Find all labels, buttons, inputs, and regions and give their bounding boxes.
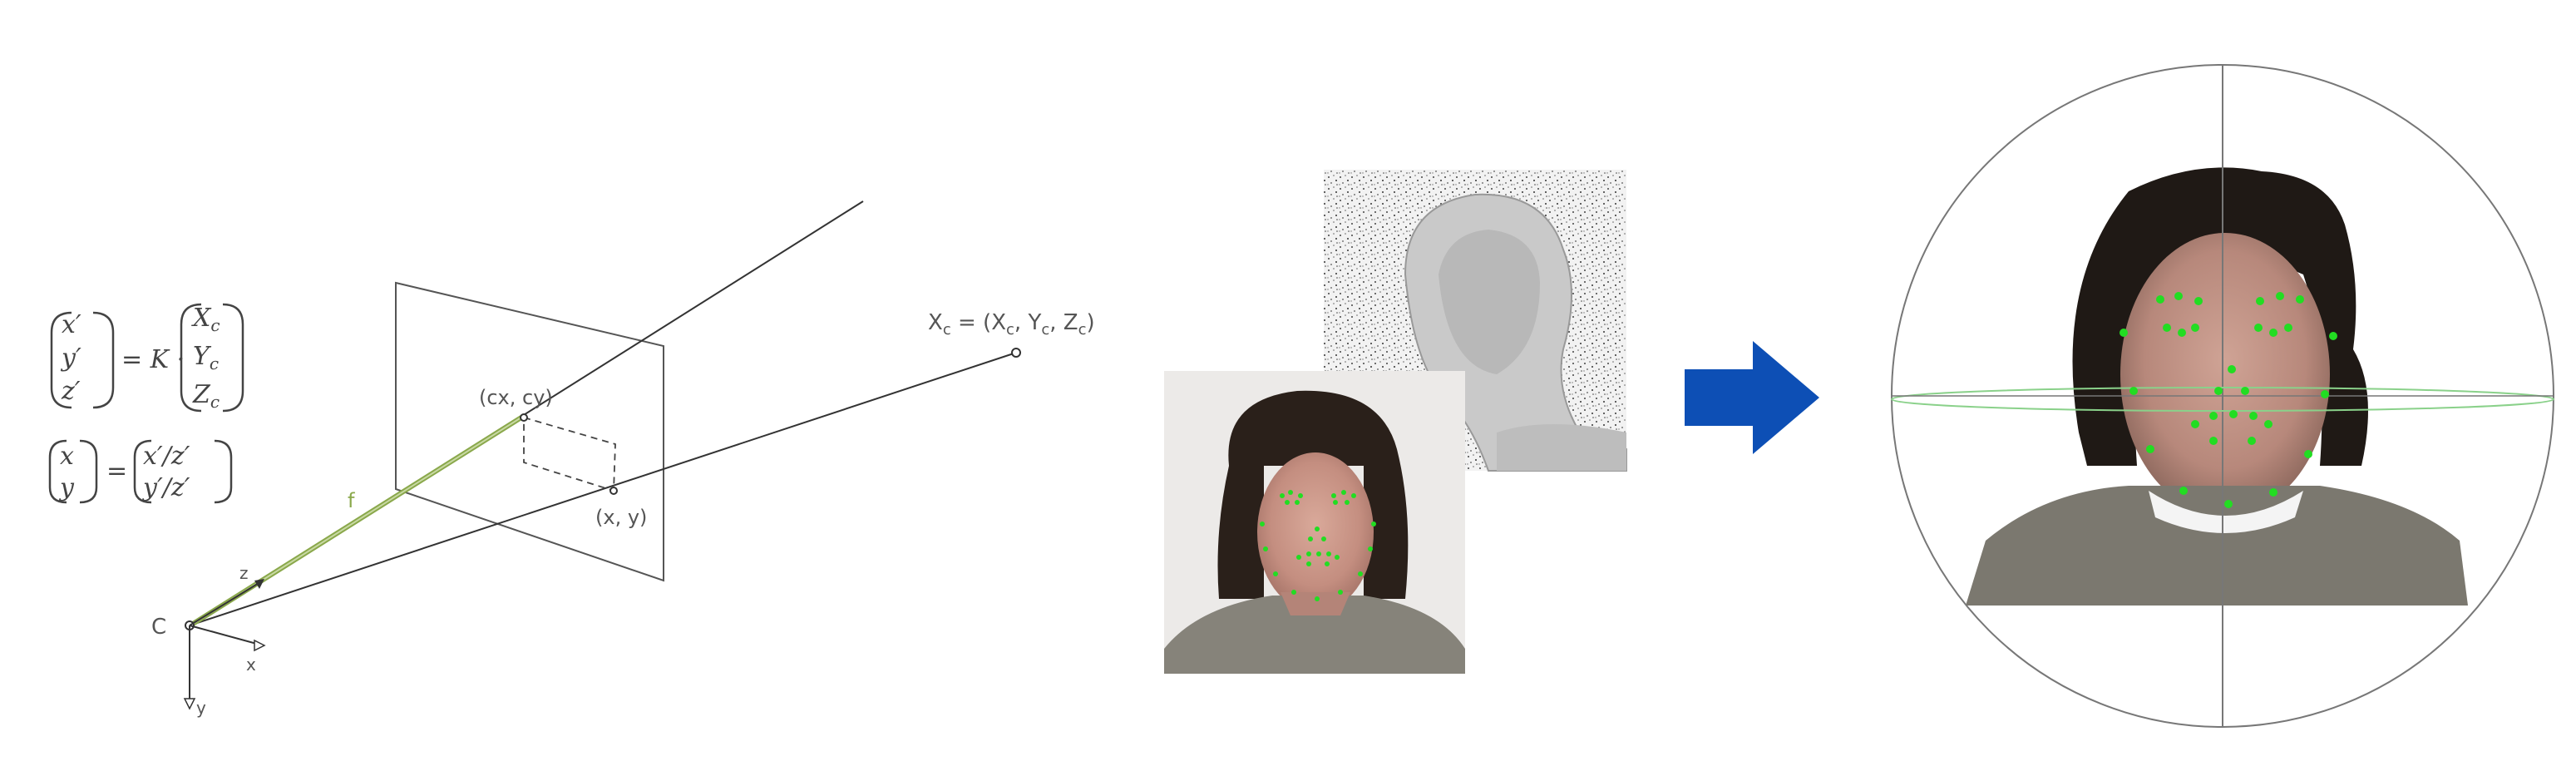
axis-x-arrowhead <box>254 639 266 652</box>
norm-rhs-1: x′/z′ <box>143 442 190 471</box>
depth-shoulder-region <box>1497 424 1626 471</box>
photo-face <box>1257 452 1374 612</box>
camera-center-label: C <box>151 615 166 640</box>
axis-z-arrowhead <box>254 579 264 589</box>
image-point-marker <box>609 487 618 495</box>
photo-hair <box>1217 390 1409 599</box>
bracket-left-3 <box>48 439 67 504</box>
image-plane <box>395 281 664 582</box>
photo-landmarks <box>1260 490 1376 601</box>
bracket-left <box>50 311 72 409</box>
image-point-label: (x, y) <box>595 506 647 529</box>
bracket-right <box>92 311 115 409</box>
axis-y-arrowhead <box>183 698 196 710</box>
eq-lhs-1: x′ <box>62 310 81 339</box>
eq-lhs-3: z′ <box>61 377 81 406</box>
axis-y-label: y <box>196 698 206 718</box>
photo-shirt <box>1164 596 1465 674</box>
cloud-shirt <box>1966 486 2468 606</box>
projection-guide <box>523 417 616 492</box>
axis-z <box>189 580 264 626</box>
bracket-left-2 <box>180 303 202 413</box>
sphere-equator <box>1891 387 2554 412</box>
ray-world-point <box>189 352 1017 626</box>
norm-lhs-2: y <box>58 473 75 502</box>
world-point-marker <box>1011 348 1021 358</box>
eq-rhs-2: Yc <box>193 342 219 373</box>
bracket-right-3 <box>79 439 98 504</box>
bracket-right-2 <box>222 303 244 413</box>
principal-point-marker <box>520 413 528 422</box>
cloud-neck <box>2149 491 2303 533</box>
head-pose-sphere <box>1891 64 2554 728</box>
projection-equation: x′ y′ z′ = K · Xc Yc Zc <box>50 303 244 413</box>
norm-rhs-2: y′/z′ <box>141 473 190 502</box>
eq-rhs-1: Xc <box>191 304 220 335</box>
axis-x-label: x <box>246 655 256 675</box>
eq-rhs-3: Zc <box>192 380 220 412</box>
rgb-photo <box>1164 371 1465 674</box>
axis-x <box>189 625 264 646</box>
focal-length-label: f <box>348 489 355 512</box>
axis-z-label: z <box>239 563 249 583</box>
cloud-hair <box>2072 167 2368 466</box>
bracket-right-4 <box>214 439 233 504</box>
norm-lhs-1: x <box>60 442 74 471</box>
eq-lhs-2: y′ <box>60 344 81 373</box>
cloud-landmarks <box>2120 292 2337 508</box>
normalization-equation: x y = x′/z′ y′/z′ <box>48 439 233 504</box>
world-point-label: Xc = (Xc, Yc, Zc) <box>928 310 1095 339</box>
camera-diagram: f (cx, cy) (x, y) Xc = (Xc, Yc, Zc) C z … <box>151 200 1095 718</box>
depth-face-region <box>1439 230 1540 374</box>
cloud-face <box>2120 233 2330 516</box>
norm-operator: = <box>106 457 127 486</box>
principal-point-label: (cx, cy) <box>479 386 553 409</box>
eq-operator: = K · <box>121 345 185 374</box>
arrow-right-icon <box>1685 341 1819 454</box>
bracket-left-4 <box>133 439 152 504</box>
photo-neck <box>1281 592 1350 615</box>
